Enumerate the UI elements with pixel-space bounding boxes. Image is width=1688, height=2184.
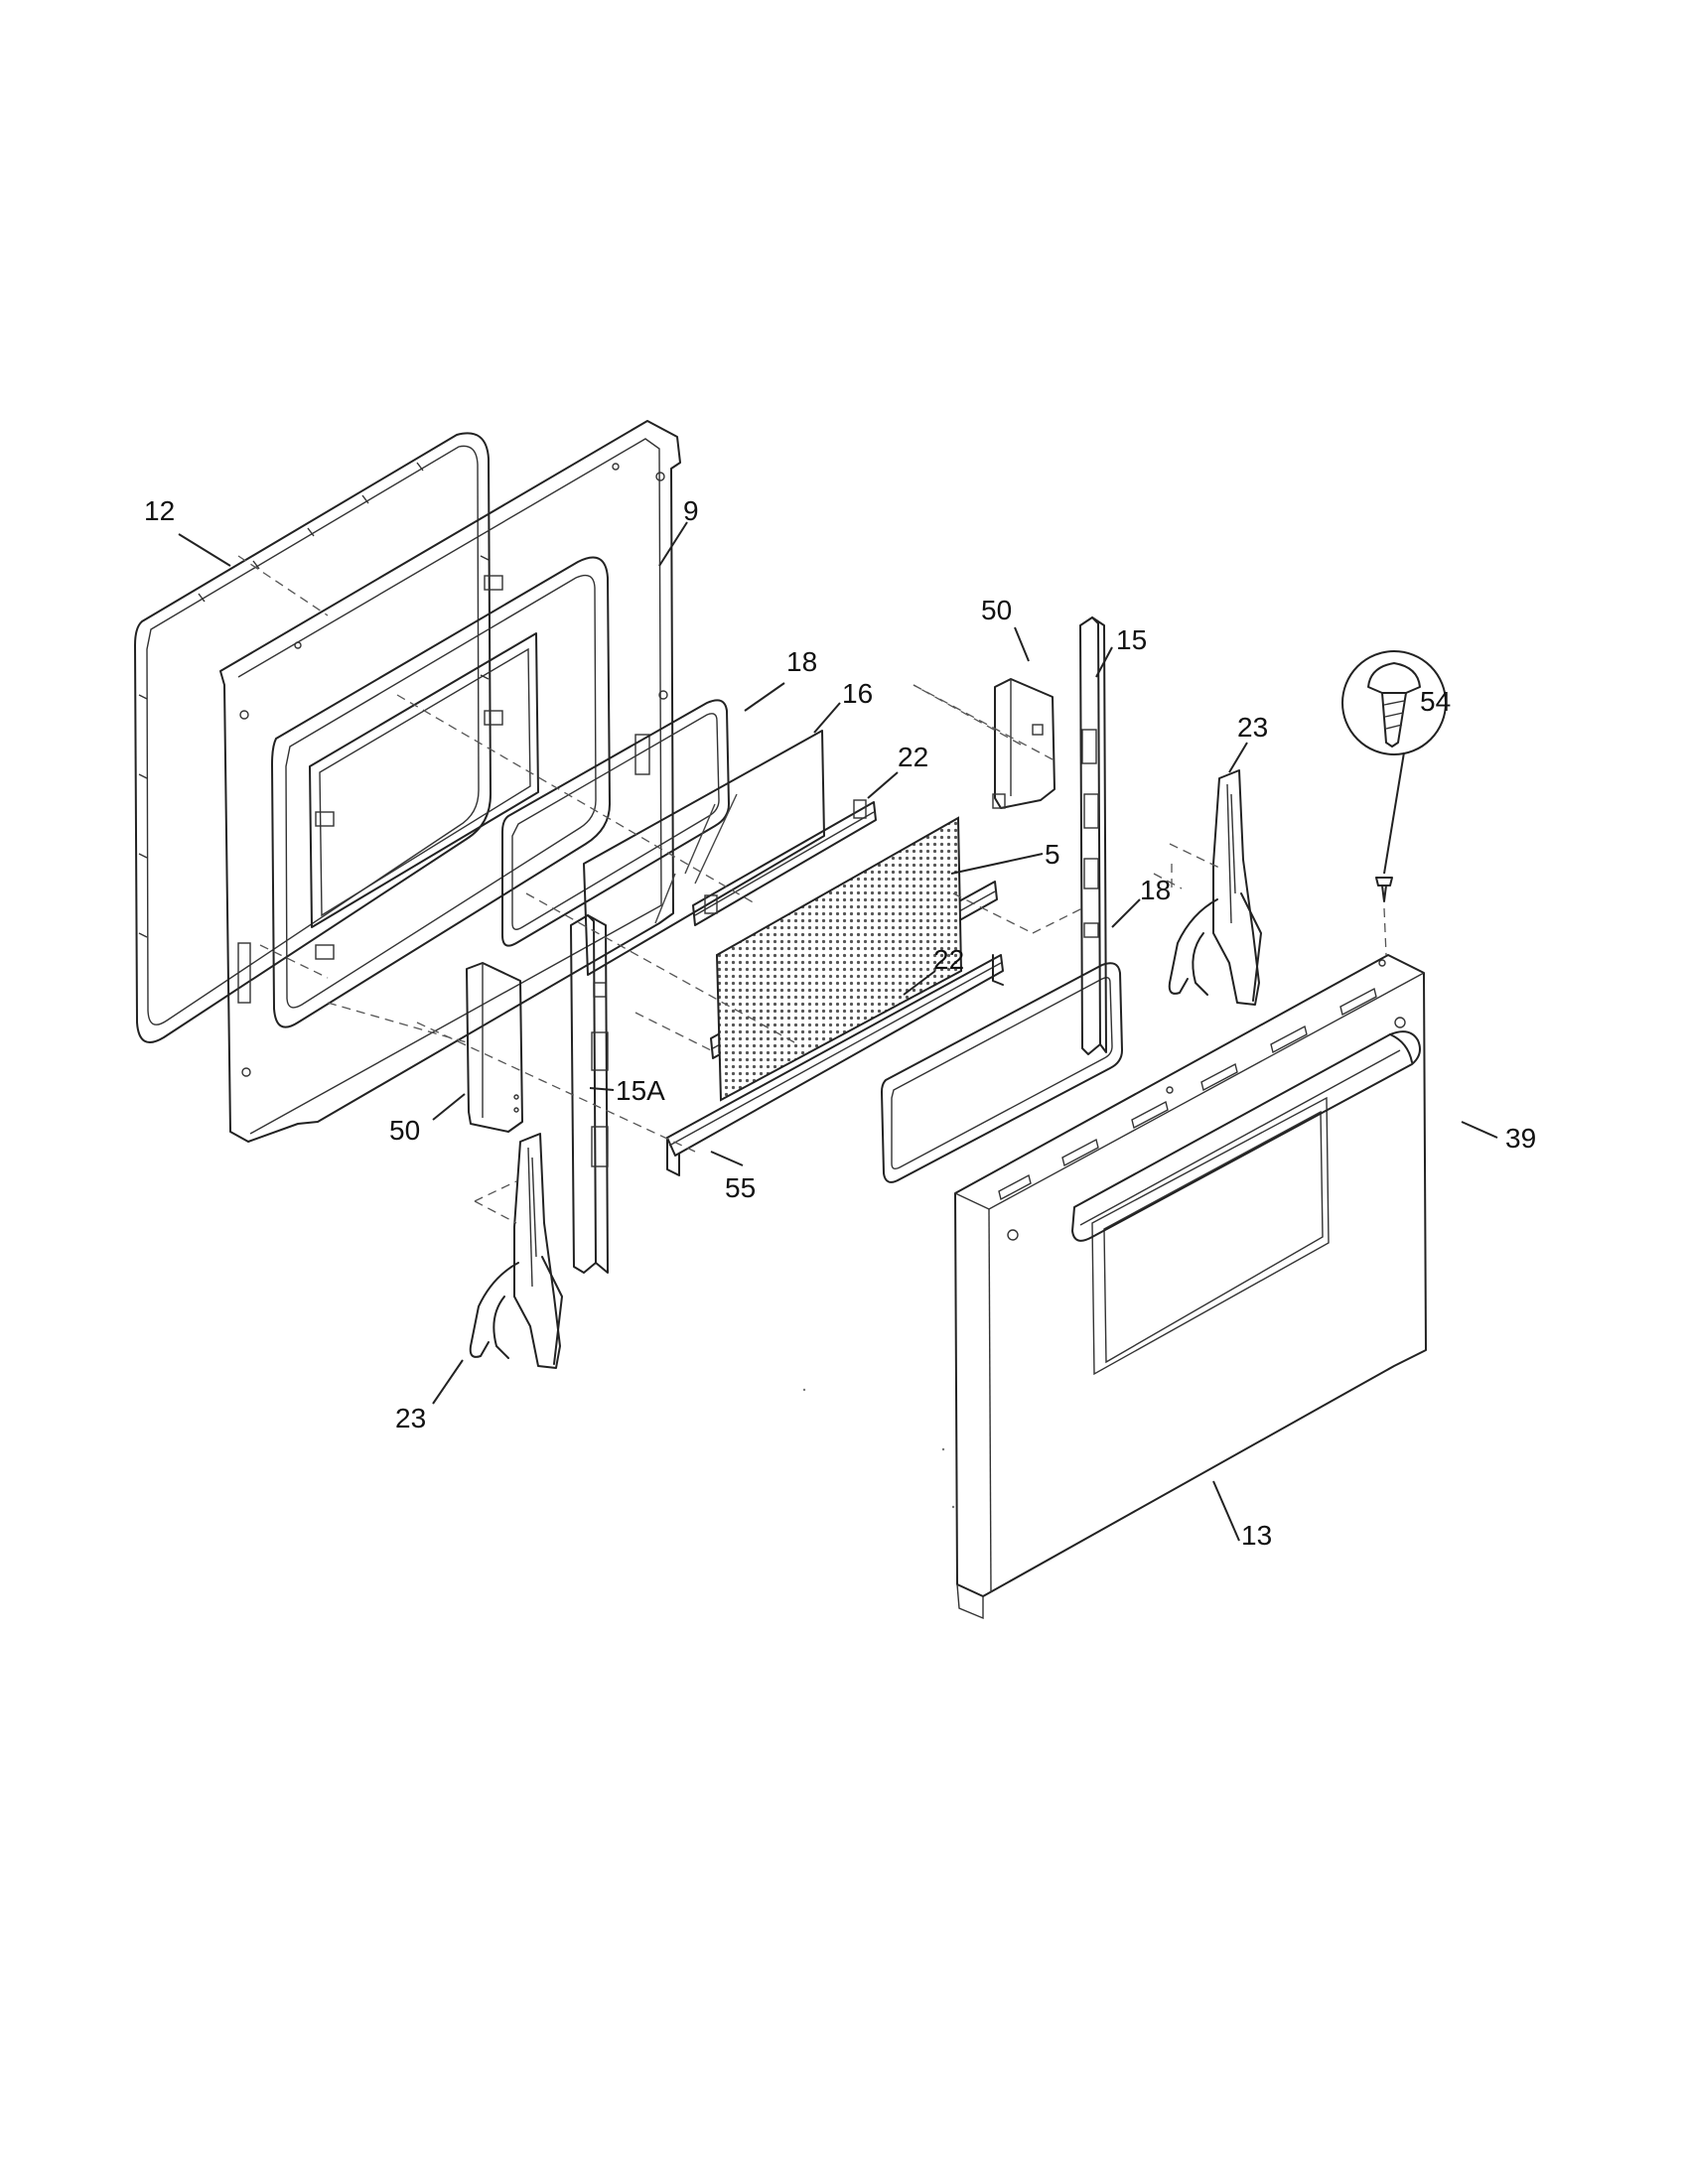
callout-5: 5 [1045, 839, 1060, 870]
callout-50-upper: 50 [981, 595, 1012, 625]
callout-16: 16 [842, 678, 873, 709]
door-handle-part [1071, 1030, 1421, 1242]
lower-glass-gasket-part [881, 962, 1123, 1183]
lower-hinge-part [469, 1133, 563, 1369]
callout-22-lower: 22 [933, 944, 964, 975]
right-door-channel-part [1079, 616, 1107, 1055]
callout-15: 15 [1116, 624, 1147, 655]
upper-hinge-part [1168, 769, 1262, 1006]
door-gasket-part [134, 432, 492, 1043]
callout-15a: 15A [616, 1075, 665, 1106]
callout-13: 13 [1241, 1520, 1272, 1551]
upper-glass-retainer-part [692, 799, 877, 926]
bottom-trim-part [666, 954, 1004, 1176]
screw-detail-part [1341, 650, 1447, 902]
heat-shield-mesh-part [715, 816, 963, 1102]
upper-glass-gasket-part [501, 699, 730, 947]
callout-50-lower: 50 [389, 1115, 420, 1146]
callout-39: 39 [1505, 1123, 1536, 1154]
callout-55: 55 [725, 1172, 756, 1203]
callout-18-upper: 18 [786, 646, 817, 677]
callout-labels: 12 9 18 16 50 15 54 23 22 5 18 22 15A 50… [144, 495, 1536, 1551]
callout-18-lower: 18 [1140, 875, 1171, 905]
callout-9: 9 [683, 495, 699, 526]
outer-door-panel-part [954, 954, 1427, 1620]
callout-12: 12 [144, 495, 175, 526]
inner-door-liner-part [219, 420, 681, 1143]
assembly-guide-lines [237, 555, 1387, 1224]
callout-23-lower: 23 [395, 1403, 426, 1433]
callout-54: 54 [1420, 686, 1451, 717]
window-glass-part [583, 730, 825, 976]
callout-23-upper: 23 [1237, 712, 1268, 743]
lower-hinge-shield-part [466, 962, 523, 1133]
callout-leaders [178, 521, 1498, 1542]
left-door-channel-part [570, 914, 609, 1274]
scan-specks [802, 1388, 955, 1509]
callout-22-upper: 22 [898, 742, 928, 772]
